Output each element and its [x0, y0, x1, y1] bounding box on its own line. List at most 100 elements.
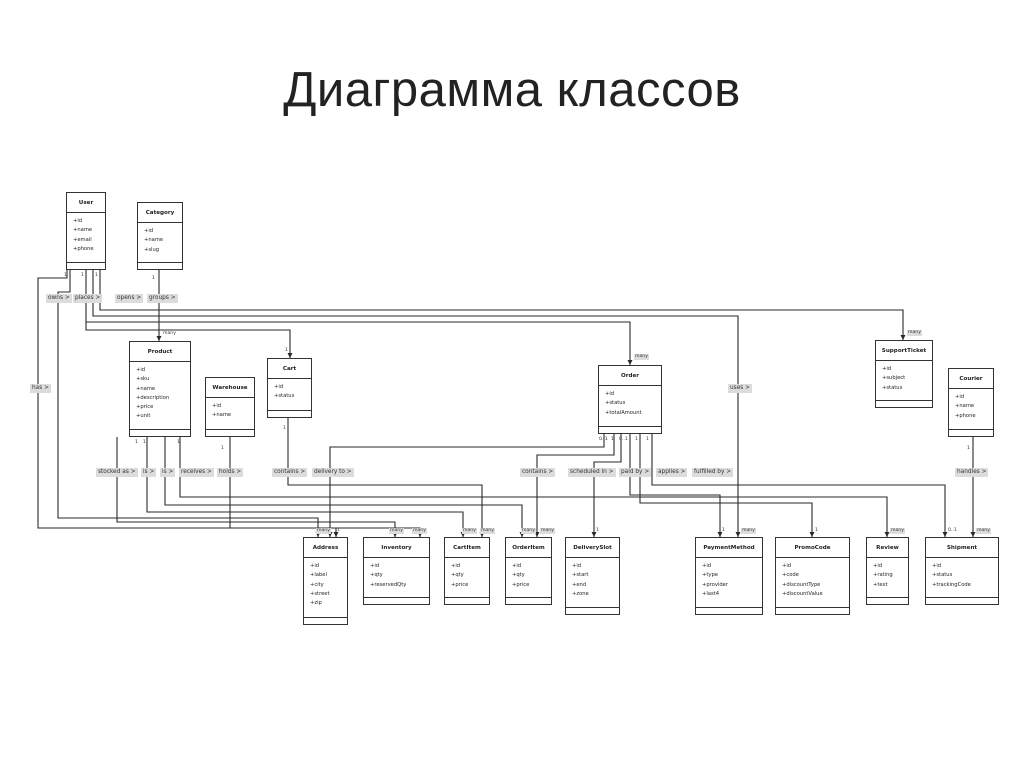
class-name: OrderItem: [506, 538, 551, 558]
attribute: +provider: [702, 581, 728, 588]
attribute: +id: [73, 218, 83, 224]
attribute: +email: [73, 236, 92, 243]
relation-label-has: has >: [30, 384, 51, 393]
class-divider: [445, 597, 489, 598]
class-name: Address: [304, 538, 347, 558]
attribute: +id: [310, 563, 320, 569]
multiplicity: 1: [722, 528, 725, 533]
attribute: +slug: [144, 246, 160, 253]
slide-title: Диаграмма классов: [283, 63, 741, 117]
relation-label-paid-by: paid by >: [619, 468, 652, 477]
attribute: +status: [605, 400, 626, 407]
multiplicity: many: [163, 331, 176, 336]
class-paymentmethod: PaymentMethod +id +type +provider +last4: [695, 537, 763, 615]
class-user: User +id +name +email +phone: [66, 192, 106, 270]
multiplicity: 1: [95, 273, 98, 278]
relation-label-is: is >: [141, 468, 157, 477]
class-divider: [364, 597, 429, 598]
class-divider: [776, 607, 849, 608]
attribute: +id: [274, 384, 284, 390]
arrowhead: [900, 335, 906, 340]
attribute: +id: [702, 563, 712, 569]
attribute: +id: [873, 563, 883, 569]
class-shipment: Shipment +id +status +trackingCode: [925, 537, 999, 605]
attribute: +name: [144, 237, 164, 244]
multiplicity: 1: [967, 446, 970, 451]
multiplicity: 1: [646, 437, 649, 442]
arrowhead: [884, 532, 890, 537]
attribute: +id: [782, 563, 792, 569]
connector-fulfilled-by: [651, 434, 946, 537]
class-orderitem: OrderItem +id +qty +price: [505, 537, 552, 605]
class-review: Review +id +rating +text: [866, 537, 909, 605]
attribute: +id: [605, 391, 615, 397]
attribute: +status: [274, 393, 295, 400]
class-order: Order +id +status +totalAmount: [598, 365, 662, 434]
attribute: +discountValue: [782, 590, 823, 597]
attribute: +sku: [136, 376, 150, 383]
relation-label-opens: opens >: [115, 294, 144, 303]
class-divider: [138, 262, 182, 263]
class-divider: [268, 410, 311, 411]
attribute: +discountType: [782, 581, 821, 588]
attribute: +rating: [873, 572, 893, 579]
arrowhead: [735, 532, 741, 537]
class-divider: [696, 607, 762, 608]
connector-opens: [99, 270, 904, 340]
multiplicity: 1: [611, 437, 614, 442]
class-name: SupportTicket: [876, 341, 932, 361]
multiplicity: many: [634, 354, 649, 360]
class-courier: Courier +id +name +phone: [948, 368, 994, 437]
attribute: +id: [512, 563, 522, 569]
class-divider: [566, 607, 619, 608]
class-divider: [599, 426, 661, 427]
class-category: Category +id +name +slug: [137, 202, 183, 270]
relation-label-delivery-to: delivery to >: [312, 468, 354, 477]
arrowhead: [717, 532, 723, 537]
class-divider: [130, 429, 190, 430]
class-cartitem: CartItem +id +qty +price: [444, 537, 490, 605]
attribute: +id: [882, 366, 892, 372]
multiplicity: 1: [285, 348, 288, 353]
class-cart: Cart +id +status: [267, 358, 312, 418]
attribute: +name: [212, 412, 232, 419]
attribute: +zone: [572, 590, 589, 597]
multiplicity: many: [316, 528, 331, 534]
relation-label-contains: contains >: [272, 468, 308, 477]
class-name: Cart: [268, 359, 311, 379]
attribute: +id: [212, 403, 222, 409]
attribute: +price: [512, 581, 530, 588]
arrowhead: [156, 336, 162, 341]
relation-label-receives: receives >: [179, 468, 214, 477]
multiplicity: 1: [143, 440, 146, 445]
class-address: Address +id +label +city +street +zip: [303, 537, 348, 625]
multiplicity: many: [976, 528, 991, 534]
arrowhead: [809, 532, 815, 537]
arrowhead: [287, 353, 293, 358]
multiplicity: 1: [815, 528, 818, 533]
multiplicity: many: [741, 528, 756, 534]
relation-label-stocked-as: stocked as >: [96, 468, 138, 477]
multiplicity: many: [412, 528, 427, 534]
attribute: +name: [136, 385, 156, 392]
relation-label-uses: uses >: [728, 384, 752, 393]
attribute: +id: [451, 563, 461, 569]
multiplicity: many: [389, 528, 404, 534]
connector-has: [37, 270, 337, 537]
multiplicity: many: [480, 528, 495, 534]
connector-order-contains: [536, 434, 615, 537]
class-name: Product: [130, 342, 190, 362]
relation-label-scheduled-in: scheduled in >: [568, 468, 616, 477]
class-product: Product +id +sku +name +description +pri…: [129, 341, 191, 437]
attribute: +id: [955, 394, 965, 400]
attribute: +description: [136, 394, 170, 401]
multiplicity: 1: [221, 446, 224, 451]
relation-label-contains: contains >: [520, 468, 556, 477]
class-name: Courier: [949, 369, 993, 389]
attribute: +trackingCode: [932, 581, 971, 588]
class-supportticket: SupportTicket +id +subject +status: [875, 340, 933, 408]
class-divider: [876, 400, 932, 401]
attribute: +id: [370, 563, 380, 569]
multiplicity: many: [540, 528, 555, 534]
connector-places-cart: [85, 322, 291, 358]
